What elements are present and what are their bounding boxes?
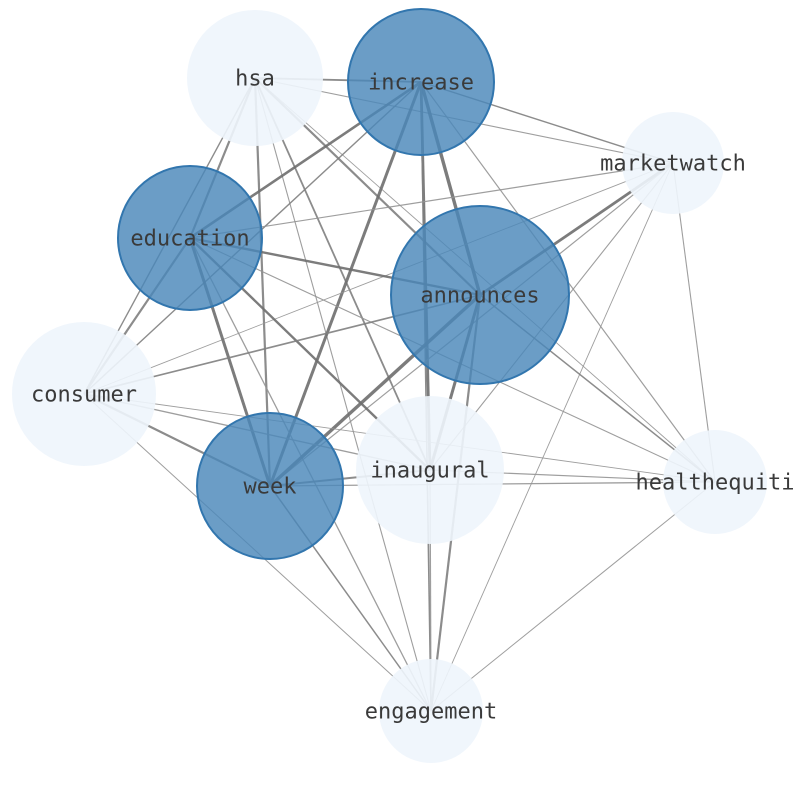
node-engagement <box>379 659 483 763</box>
node-label-healthequiti: healthequiti <box>636 470 794 495</box>
node-announces <box>390 205 570 385</box>
node-week <box>196 412 344 560</box>
edge-hsa-engagement <box>254 77 432 712</box>
node-increase <box>347 8 495 156</box>
node-education <box>117 165 263 311</box>
node-label-education: education <box>130 226 249 251</box>
node-healthequiti <box>663 430 767 534</box>
node-label-marketwatch: marketwatch <box>600 151 746 176</box>
node-label-consumer: consumer <box>31 382 137 407</box>
node-hsa <box>187 10 323 146</box>
edge-marketwatch-consumer <box>83 162 674 395</box>
node-label-inaugural: inaugural <box>370 458 489 483</box>
edge-marketwatch-education <box>189 162 674 239</box>
node-label-hsa: hsa <box>235 66 275 91</box>
node-layer <box>12 8 767 763</box>
node-inaugural <box>356 396 504 544</box>
node-label-week: week <box>244 474 297 499</box>
node-consumer <box>12 322 156 466</box>
node-label-announces: announces <box>420 283 539 308</box>
edge-healthequiti-engagement <box>430 481 716 712</box>
node-label-engagement: engagement <box>365 699 497 724</box>
label-layer: hsa increase marketwatch education announces… <box>31 66 794 724</box>
edge-marketwatch-engagement <box>430 162 674 712</box>
edge-marketwatch-healthequiti <box>672 162 716 483</box>
node-label-increase: increase <box>368 70 474 95</box>
node-marketwatch <box>622 112 724 214</box>
